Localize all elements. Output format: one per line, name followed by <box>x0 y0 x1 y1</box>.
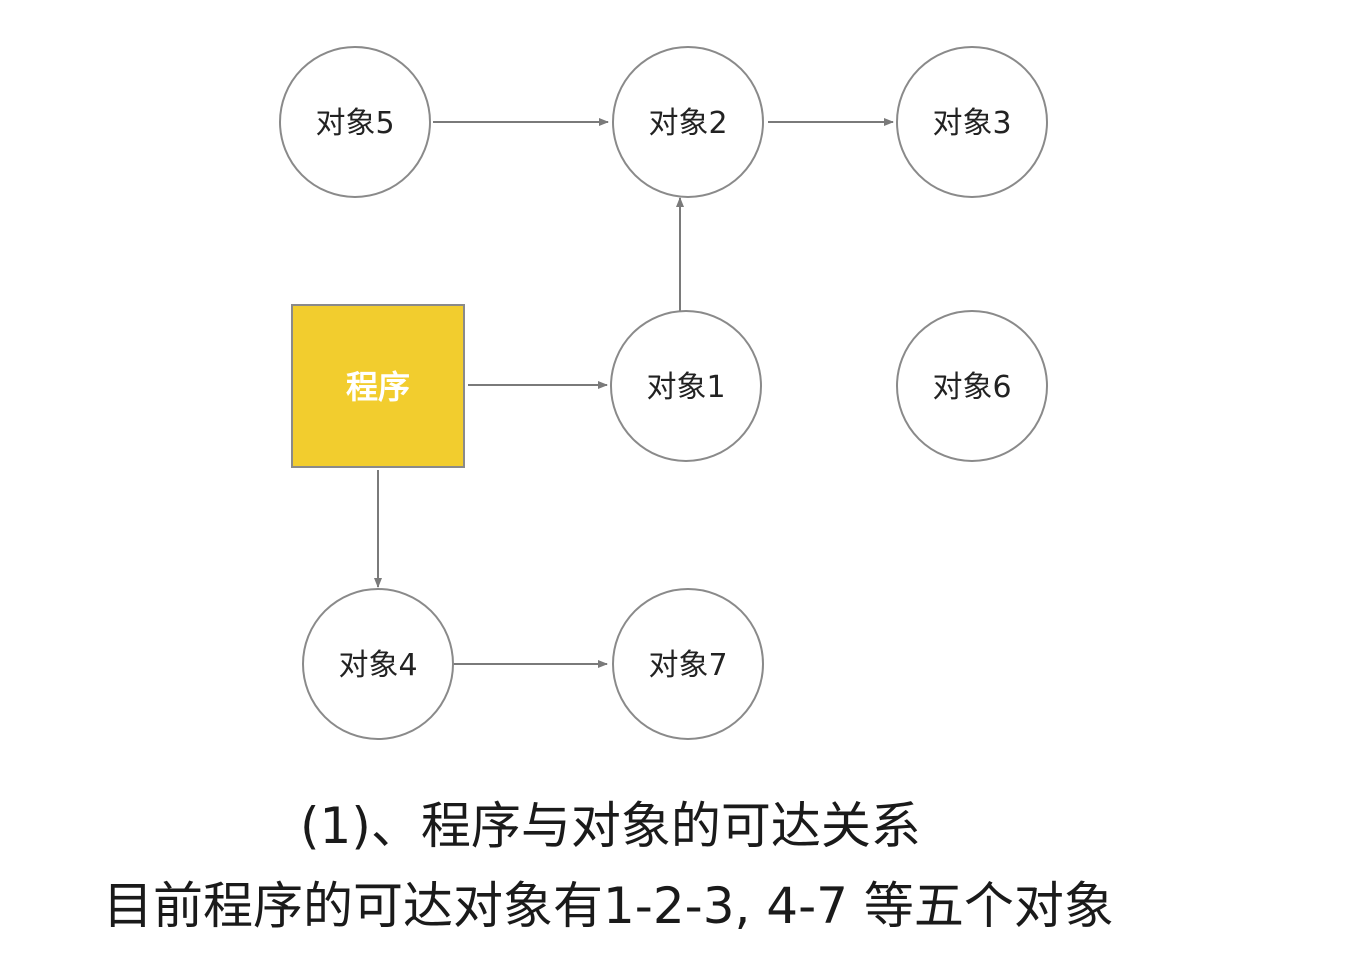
node-obj2: 对象2 <box>612 46 764 198</box>
node-circle <box>896 46 1048 198</box>
node-obj5: 对象5 <box>279 46 431 198</box>
node-label: 对象6 <box>932 370 1011 405</box>
program-node: 程序 <box>291 304 465 468</box>
node-circle <box>612 588 764 740</box>
caption-description: 目前程序的可达对象有1-2-3, 4-7 等五个对象 <box>103 877 1114 935</box>
node-circle <box>302 588 454 740</box>
node-label: 对象2 <box>648 106 727 141</box>
node-circle <box>896 310 1048 462</box>
node-label: 对象5 <box>315 106 394 141</box>
node-label: 对象1 <box>646 370 725 405</box>
node-obj7: 对象7 <box>612 588 764 740</box>
node-circle <box>610 310 762 462</box>
caption-title: (1)、程序与对象的可达关系 <box>300 797 921 855</box>
node-label: 对象3 <box>932 106 1011 141</box>
node-label: 对象4 <box>338 648 417 683</box>
edges <box>374 118 894 668</box>
node-circle <box>279 46 431 198</box>
node-obj1: 对象1 <box>610 310 762 462</box>
node-obj6: 对象6 <box>896 310 1048 462</box>
node-label: 对象7 <box>648 648 727 683</box>
node-obj3: 对象3 <box>896 46 1048 198</box>
node-obj4: 对象4 <box>302 588 454 740</box>
program-label: 程序 <box>346 368 410 406</box>
node-circle <box>612 46 764 198</box>
program-box <box>291 304 465 468</box>
